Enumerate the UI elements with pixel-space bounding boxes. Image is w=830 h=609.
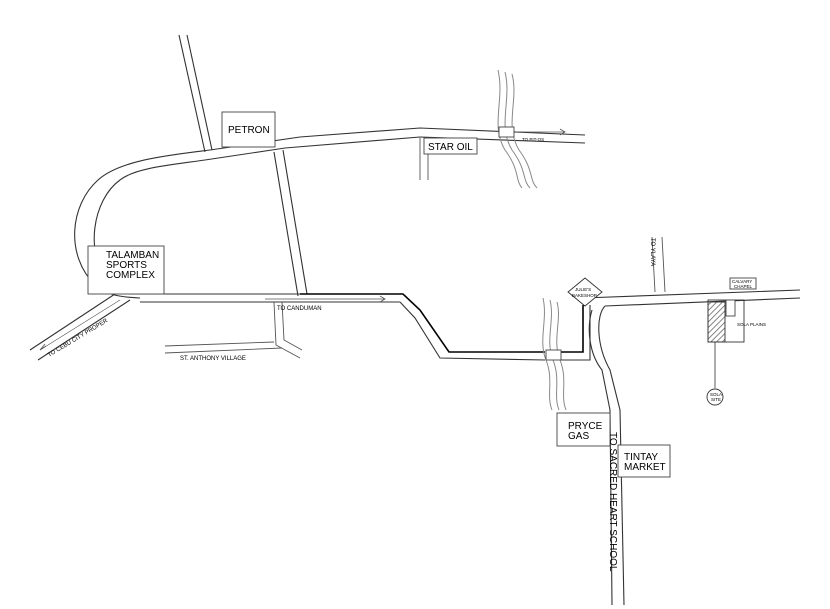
destination-label-line2: SITE (711, 397, 721, 402)
tintay-market-label-line2: MARKET (624, 462, 666, 473)
pryce-gas-box (556, 412, 611, 447)
river-north-2 (504, 71, 531, 189)
route-to-canduman (300, 293, 545, 353)
talamban-label-line2: SPORTS (106, 260, 147, 271)
calvary-chapel-box (729, 277, 757, 290)
road-east-bottom (604, 297, 801, 307)
road-middle-left (273, 151, 299, 297)
river-north-1 (497, 69, 523, 189)
road-network (29, 34, 801, 606)
road-st-anthony-horizontal (164, 341, 283, 354)
petron-label: PETRON (228, 125, 270, 136)
to-pit-os-label: TO PIT-OS (522, 137, 544, 142)
road-canduman-lower (399, 301, 546, 361)
destination-label-line1: SOLA (710, 392, 722, 397)
talamban-label-line1: TALAMBAN (106, 250, 159, 261)
destination-marker (706, 388, 724, 406)
julies-label-line2: BAKESHOP (572, 293, 597, 298)
road-to-cebu-top (29, 291, 119, 351)
road-top-inner (93, 136, 586, 279)
tintay-market-label-line1: TINTAY (624, 452, 658, 463)
calvary-label-line2: CHAPEL (734, 284, 753, 289)
star-oil-label: STAR OIL (428, 142, 473, 153)
road-to-sacred-heart (588, 305, 625, 606)
bridge-north (498, 126, 515, 138)
pryce-gas-label-line1: PRYCE (568, 421, 603, 432)
petron-box (221, 111, 276, 148)
road-petron-right (186, 34, 213, 151)
arrow-to-pit-os (515, 128, 566, 136)
sola-plains-hatched-area (707, 301, 726, 343)
julies-label-line1: JULIE'S (575, 287, 591, 292)
arrow-to-cebu (39, 299, 121, 351)
calvary-label-line1: CALVARY (732, 279, 752, 284)
arrow-to-canduman (265, 295, 386, 303)
road-to-ylaya (651, 236, 666, 293)
road-east-top (582, 289, 801, 299)
talamban-label-line3: COMPLEX (106, 270, 155, 281)
sola-plains-label: SOLA PLAINS (737, 322, 766, 327)
sola-plains-small-lot (725, 299, 736, 317)
star-oil-box (423, 137, 478, 155)
to-ylaya-label: TO YLAYA (649, 238, 655, 266)
to-cebu-label: TO CEBU CITY PROPER (47, 318, 110, 359)
tintay-market-box (617, 444, 671, 478)
road-to-cebu-bottom (37, 299, 131, 361)
road-petron-left (178, 34, 206, 153)
road-st-anthony (273, 301, 303, 359)
bridge-south (545, 349, 562, 361)
to-sacred-heart-label: TO SACRED HEART SCHOOL (607, 432, 618, 572)
julies-bakeshop-marker: JULIE'S BAKESHOP (567, 277, 603, 307)
road-middle-right (282, 149, 308, 295)
st-anthony-label: ST. ANTHONY VILLAGE (180, 356, 246, 362)
pryce-gas-label-line2: GAS (568, 431, 589, 442)
river-north-3 (511, 73, 538, 189)
route-to-julies (560, 305, 584, 353)
talamban-box (87, 245, 165, 295)
to-canduman-label: TO CANDUMAN (277, 306, 322, 312)
